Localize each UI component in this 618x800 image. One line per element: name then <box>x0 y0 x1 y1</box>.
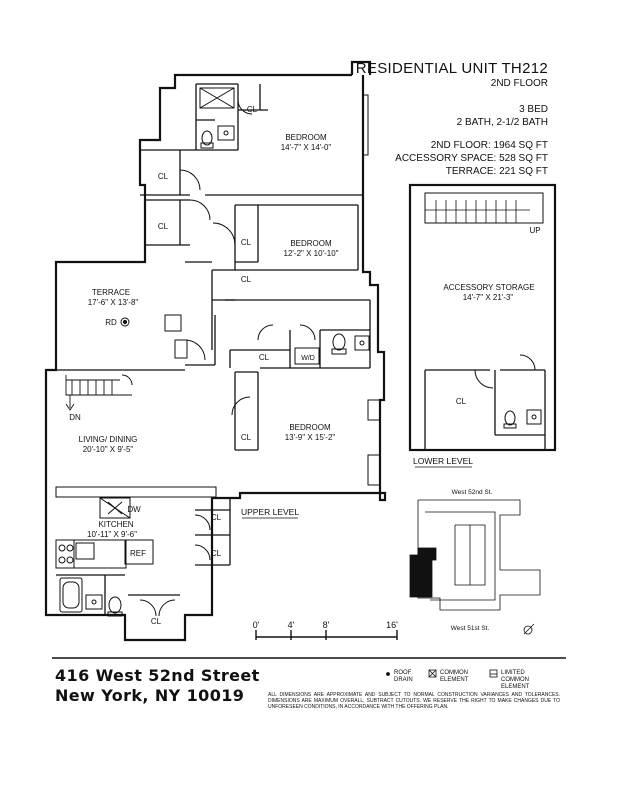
scale-tick-16: 16' <box>386 620 398 630</box>
closet-label-11: CL <box>456 397 467 406</box>
lower-level-label: LOWER LEVEL <box>413 456 473 466</box>
scale-bar <box>255 630 398 640</box>
bath-fixtures-top <box>199 87 370 365</box>
bedroom2-dims: 12'-2" X 10'-10" <box>284 249 339 258</box>
unit-title: RESIDENTIAL UNIT TH212 <box>355 60 548 77</box>
window-marks <box>362 94 381 486</box>
legend-symbols <box>386 669 498 678</box>
bedroom1-name: BEDROOM <box>285 133 327 142</box>
closet-label-2: CL <box>158 172 169 181</box>
closet-label-7: CL <box>241 433 252 442</box>
closet-label-8: CL <box>211 513 222 522</box>
address-line-2: New York, NY 10019 <box>55 686 245 705</box>
bath-fixtures-bottom <box>59 577 123 617</box>
floor-label: 2ND FLOOR <box>490 78 548 89</box>
terrace-name: TERRACE <box>92 288 130 297</box>
address-line-1: 416 West 52nd Street <box>55 666 260 685</box>
bedroom2-name: BEDROOM <box>290 239 332 248</box>
interior-walls <box>56 83 371 615</box>
stair-down-label: DN <box>69 413 81 422</box>
lower-level-plan <box>408 183 557 452</box>
bathroom-count: 2 BATH, 2-1/2 BATH <box>456 117 548 128</box>
stair-up-label: UP <box>529 226 540 235</box>
bedroom3-name: BEDROOM <box>289 423 331 432</box>
closet-label-4: CL <box>241 238 252 247</box>
legend-common-element: COMMON ELEMENT <box>440 670 469 683</box>
storage-dims: 14'-7" X 21'-3" <box>463 293 514 302</box>
upper-level-label: UPPER LEVEL <box>241 507 299 517</box>
refrigerator-label: REF <box>130 549 146 558</box>
living-name: LIVING/ DINING <box>79 435 138 444</box>
legend-limited-common: LIMITED COMMON ELEMENT <box>501 670 530 690</box>
storage-name: ACCESSORY STORAGE <box>443 283 534 292</box>
kitchen-counters <box>55 486 217 569</box>
stair-upper <box>65 375 132 411</box>
closet-label-9: CL <box>211 549 222 558</box>
bedroom-count: 3 BED <box>519 104 548 115</box>
kitchen-dims: 10'-11" X 9'-6" <box>87 530 137 539</box>
area-terrace: TERRACE: 221 SQ FT <box>445 166 548 177</box>
closet-label-3: CL <box>158 222 169 231</box>
closet-label-10: CL <box>151 617 162 626</box>
bedroom1-dims: 14'-7" X 14'-0" <box>281 143 332 152</box>
terrace-dims: 17'-6" X 13'-8" <box>88 298 139 307</box>
bedroom3-dims: 13'-9" X 15'-2" <box>285 433 336 442</box>
dishwasher-label: DW <box>127 505 141 514</box>
scale-tick-0: 0' <box>253 620 260 630</box>
exterior-walls <box>44 60 387 642</box>
terrace-features <box>120 314 188 359</box>
area-2nd-floor: 2ND FLOOR: 1964 SQ FT <box>430 140 548 151</box>
closet-label-1: CL <box>247 105 258 114</box>
closet-label-5: CL <box>241 275 252 284</box>
keyplan-north-street: West 52nd St. <box>452 489 493 496</box>
area-accessory: ACCESSORY SPACE: 528 SQ FT <box>395 153 548 164</box>
roof-drain-label: RD <box>105 318 117 327</box>
closet-label-6: CL <box>259 353 270 362</box>
disclaimer-text: ALL DIMENSIONS ARE APPROXIMATE AND SUBJE… <box>268 692 560 710</box>
key-plan <box>409 499 541 635</box>
kitchen-name: KITCHEN <box>98 520 133 529</box>
living-dims: 20'-10" X 9'-5" <box>83 445 134 454</box>
keyplan-south-street: West 51st St. <box>451 625 490 632</box>
washer-dryer-label: W/D <box>301 355 315 362</box>
door-swings <box>121 99 316 617</box>
legend-roof-drain: ROOF DRAIN <box>394 670 413 683</box>
scale-tick-4: 4' <box>288 620 295 630</box>
scale-tick-8: 8' <box>323 620 330 630</box>
